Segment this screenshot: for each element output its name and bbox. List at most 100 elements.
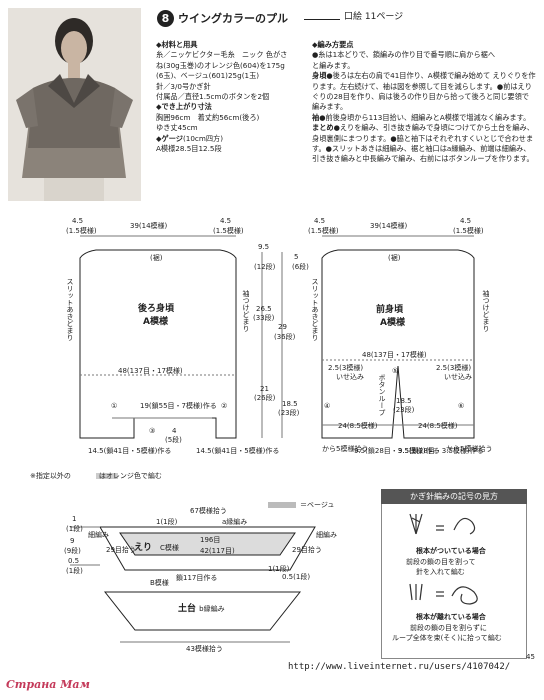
front-body-title: 前身頃 [376, 305, 404, 315]
back-slit-label: スリットあきどまり [66, 278, 74, 341]
case-1-line: 針を入れて編む [416, 568, 465, 576]
front-placket-right: 2.5(3模様) [436, 364, 472, 372]
back-top-width: 39(14模様) [130, 222, 168, 230]
case-2-line: ループ全体を束(そく)に拾って編む [392, 634, 502, 642]
points-heading: ◆編み方要点 [312, 40, 354, 49]
model-photo-illustration [8, 8, 141, 201]
case-1-title: 根本がついている場合 [416, 547, 486, 555]
materials-column: ◆材料と用具 糸／ニッケビクター毛糸 ニック 色がさ ね(30g玉巻)のオレンジ… [156, 40, 306, 154]
symbol-illustrations [409, 513, 478, 605]
front-shoulder-right-sub: (1.5模様) [453, 227, 484, 235]
points-line: と編みます。 [312, 60, 355, 70]
vdim: (12段) [254, 263, 276, 271]
back-bottom-right: 14.5(鎖41目・5模様)作る [196, 447, 280, 455]
front-half-right: 24(8.5模様) [418, 422, 458, 430]
points-line: ●糸は1本どりで、鎖編みの作り目で番号順に肩から裾へ [312, 50, 496, 60]
vdim: (6段) [292, 263, 309, 271]
back-body-title: 後ろ身頃 [138, 304, 175, 314]
materials-line: 針／3/0号かぎ針 [156, 81, 211, 91]
back-marker-3: ③ [149, 427, 156, 435]
vdim: (26段) [254, 394, 276, 402]
collar-top-pick: 67模様拾う [190, 507, 227, 515]
case-1-line: 前段の鎖の目を割って [406, 558, 476, 566]
vdim: (33段) [253, 314, 275, 322]
collar-a-edge: a縁編み [222, 518, 248, 526]
back-shoulder-right-sub: (1.5模様) [213, 227, 244, 235]
collar-left-dim: 9 [70, 537, 75, 545]
front-shoulder-left: 4.5 [314, 217, 326, 225]
front-top-width: 39(14模様) [370, 222, 408, 230]
vdim: 29 [278, 323, 287, 331]
size-heading: ◆でき上がり寸法 [156, 102, 212, 112]
page-number: 45 [526, 653, 535, 661]
points-section: 袖●前後身頃から113目拾い、細編みとA模様で増減なく編みます。 [312, 112, 531, 122]
front-shoulder-right: 4.5 [460, 217, 472, 225]
collar-left-dim: 0.5 [68, 557, 80, 565]
collar-pick-left: 29目拾う [106, 546, 136, 554]
model-photo [8, 8, 141, 201]
points-section: まとめ●えりを編み、引き抜き編みで身頃につけてから土台を編み、身頃裏側にまつりま… [312, 123, 534, 164]
back-marker-2: ② [221, 402, 228, 410]
collar-side-right: 細編み [316, 531, 337, 539]
front-pick-left: から5模様拾う [322, 445, 369, 453]
collar-chain: 鎖117目作る [176, 574, 218, 582]
back-shoulder-left: 4.5 [72, 217, 84, 225]
front-center-left: 9.5(鎖28目・3.5模様)作る [354, 447, 440, 455]
front-placket-right-sub: いせ込み [444, 373, 472, 381]
front-shoulder-left-sub: (1.5模様) [308, 227, 339, 235]
size-line: ゆき丈45cm [156, 123, 198, 133]
back-gap-sub: (5段) [165, 436, 182, 444]
back-shoulder-left-sub: (1.5模様) [66, 227, 97, 235]
color-note: ※指定以外の はオレンジ色で編む [30, 472, 162, 480]
vdim: 9.5 [258, 243, 270, 251]
base-bottom-pick: 43模様拾う [186, 645, 223, 653]
vdim: 18.5 [282, 400, 298, 408]
front-button-loop-label: ボタンループ [378, 374, 386, 416]
materials-line: (6玉)、ベージュ(601)25g(1玉) [156, 71, 260, 81]
gauge-heading: ◆ゲージ(10cm四方) [156, 133, 224, 143]
collar-right-dim: 0.5(1段) [282, 573, 311, 581]
materials-heading: ◆材料と用具 [156, 40, 198, 49]
front-half-left: 24(8.5模様) [338, 422, 378, 430]
materials-line: ね(30g玉巻)のオレンジ色(604)を175g [156, 60, 285, 70]
collar-stitches: 196目 [200, 536, 221, 544]
title-rule [304, 19, 340, 20]
front-bust-width: 48(137目・17模様) [362, 351, 427, 359]
back-bottom-left: 14.5(鎖41目・5模様)作る [88, 447, 172, 455]
front-body-pattern: A模様 [380, 318, 405, 328]
size-line: 胸囲96cm 着丈約56cm(後ろ) [156, 112, 260, 122]
collar-legend: ＝ベージュ [300, 501, 335, 509]
collar-b-pattern: B模様 [150, 579, 169, 587]
collar-side-left: 細編み [88, 531, 109, 539]
front-neck-label: (裾) [388, 254, 401, 262]
front-center-right: 9.5(鎖28目・3.5模様)作る [398, 447, 484, 455]
front-placket-depth-sub: (23段) [393, 406, 415, 414]
source-url[interactable]: http://www.liveinternet.ru/users/4107042… [288, 662, 511, 672]
front-placket-depth: 18.5 [396, 397, 412, 405]
pattern-title: ウイングカラーのプル [178, 12, 288, 25]
collar-pattern: C模様 [160, 544, 179, 552]
collar-right-dim: 1(1段) [268, 565, 290, 573]
vdim: (36段) [274, 333, 296, 341]
front-marker-4: ④ [324, 402, 331, 410]
collar-left-dim-sub: (9段) [64, 547, 81, 555]
collar-left-dim-sub: (1段) [66, 525, 83, 533]
collar-left-dim-sub: (1段) [66, 567, 83, 575]
front-placket-left-sub: いせ込み [336, 373, 364, 381]
site-watermark: Страна Мам [6, 678, 90, 691]
page-reference: 口絵 11ページ [344, 12, 404, 22]
collar-title: えり [134, 543, 153, 553]
materials-line: 糸／ニッケビクター毛糸 ニック 色がさ [156, 50, 288, 60]
collar-left-dim: 1 [72, 515, 77, 523]
front-marker-5: ⑤ [392, 367, 399, 375]
case-2-line: 前段の鎖の目を割らずに [410, 624, 487, 632]
front-marker-6: ⑥ [458, 402, 465, 410]
symbol-pane [381, 504, 527, 659]
collar-row-1: 1(1段) [156, 518, 178, 526]
gauge-line: A模様28.5目12.5段 [156, 144, 222, 154]
symbol-pane-title: かぎ針編みの記号の見方 [381, 489, 527, 504]
back-gap: 4 [172, 427, 177, 435]
back-hem-chain: 19(鎖55目・7模様)作る [140, 402, 217, 410]
front-pick-right: から5模様拾う [446, 445, 493, 453]
vdim: 21 [260, 385, 269, 393]
